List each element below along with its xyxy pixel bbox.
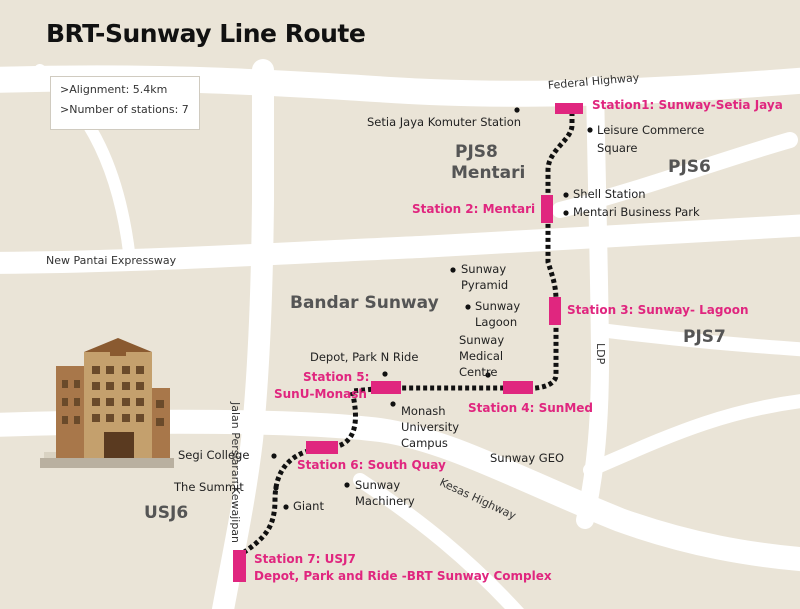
road-kesas-highway xyxy=(0,409,800,572)
road-label-npe: New Pantai Expressway xyxy=(46,254,177,267)
road-south-spur xyxy=(353,473,524,609)
landmark-dot-segi xyxy=(271,453,277,459)
area-usj6: USJ6 xyxy=(144,503,189,523)
landmark-machinery-1: Sunway xyxy=(355,478,401,492)
landmark-dot-mentari-bp xyxy=(563,210,569,216)
station-label-1: Station1: Sunway-Setia Jaya xyxy=(592,98,783,112)
area-pjs8: PJS8 xyxy=(455,142,498,162)
landmark-dot-setia-komuter xyxy=(514,107,520,113)
road-south-east xyxy=(583,394,800,477)
landmark-dot-monash xyxy=(390,401,396,407)
area-pjs6: PJS6 xyxy=(668,157,711,177)
landmark-dot-leisure xyxy=(587,127,593,133)
station-marker-1 xyxy=(555,103,583,114)
road-label-ldp: LDP xyxy=(594,343,607,365)
area-pjs7: PJS7 xyxy=(683,327,726,347)
station-label-5b: SunU-Monash xyxy=(274,387,367,401)
landmark-pyramid-1: Sunway xyxy=(461,262,507,276)
station-marker-4 xyxy=(503,381,533,394)
landmark-dot-lagoon xyxy=(465,304,471,310)
road-label-kewajipan: Jalan Persiaran Kewajipan xyxy=(229,402,242,544)
landmark-lagoon-1: Sunway xyxy=(475,299,521,313)
route-line-south xyxy=(237,385,387,570)
info-alignment: >Alignment: 5.4km xyxy=(60,83,168,96)
station-label-6: Station 6: South Quay xyxy=(297,458,446,472)
landmark-lagoon-2: Lagoon xyxy=(475,315,518,329)
station-marker-5 xyxy=(371,381,401,394)
landmark-dot-pyramid xyxy=(450,267,456,273)
route-line-north xyxy=(386,112,575,391)
landmark-geo: Sunway GEO xyxy=(490,451,565,465)
station-label-7b: Depot, Park and Ride -BRT Sunway Complex xyxy=(254,569,552,583)
station-marker-3 xyxy=(549,297,561,325)
landmark-shell: Shell Station xyxy=(573,187,646,201)
area-mentari: Mentari xyxy=(451,163,526,183)
station-label-3: Station 3: Sunway- Lagoon xyxy=(567,303,749,317)
landmark-segi: Segi College xyxy=(178,448,250,462)
landmark-monash-1: Monash xyxy=(401,404,446,418)
station-label-7a: Station 7: USJ7 xyxy=(254,552,356,566)
station-label-4: Station 4: SunMed xyxy=(468,401,594,415)
landmark-summit: The Summit xyxy=(174,480,244,494)
landmark-dot-shell xyxy=(563,192,569,198)
station-label-5a: Station 5: xyxy=(303,370,370,384)
station-marker-6 xyxy=(306,441,338,454)
landmark-dot-machinery xyxy=(344,482,350,488)
landmark-pyramid-2: Pyramid xyxy=(461,278,509,292)
landmark-dot-medical xyxy=(485,372,491,378)
info-box xyxy=(50,76,200,130)
station-marker-2 xyxy=(541,195,553,223)
landmark-monash-2: University xyxy=(401,420,460,434)
landmark-machinery-2: Machinery xyxy=(355,494,415,508)
station-marker-7 xyxy=(233,550,246,582)
building-illustration xyxy=(40,338,174,468)
landmark-dot-giant xyxy=(283,504,289,510)
landmark-mentari-bp: Mentari Business Park xyxy=(573,205,700,219)
info-stations-count: >Number of stations: 7 xyxy=(60,103,189,116)
station-label-2: Station 2: Mentari xyxy=(412,202,536,216)
landmark-leisure-2: Square xyxy=(597,141,638,155)
road-diagonal-east xyxy=(552,132,798,218)
landmark-leisure-1: Leisure Commerce xyxy=(597,123,705,137)
road-east-lower xyxy=(593,323,800,357)
landmark-dot-depot xyxy=(382,371,388,377)
landmark-giant: Giant xyxy=(293,499,324,513)
landmark-medical-1: Sunway xyxy=(459,333,505,347)
landmark-medical-2: Medical xyxy=(459,349,504,363)
landmark-depot: Depot, Park N Ride xyxy=(310,350,419,364)
area-bandar-sunway: Bandar Sunway xyxy=(290,293,439,313)
landmark-monash-3: Campus xyxy=(401,436,448,450)
landmark-dot-summit xyxy=(273,485,279,491)
landmark-setia-komuter: Setia Jaya Komuter Station xyxy=(367,115,522,129)
landmark-medical-3: Centre xyxy=(459,365,498,379)
map-title: BRT-Sunway Line Route xyxy=(46,19,366,48)
